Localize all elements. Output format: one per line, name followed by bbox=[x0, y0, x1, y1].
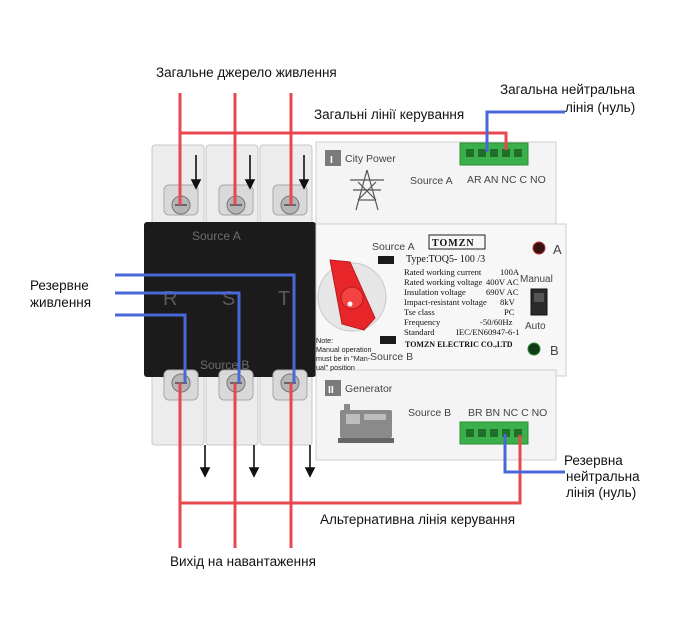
main-neutral-label-1: Загальна нейтральна bbox=[500, 82, 635, 97]
black-switch-block: Source A Source B R S T bbox=[144, 222, 316, 377]
generator-label: Generator bbox=[345, 383, 393, 395]
indicator-b-lamp bbox=[527, 342, 541, 356]
auto-label: Auto bbox=[525, 321, 546, 332]
type-line: Type:TOQ5- 100 /3 bbox=[406, 254, 485, 265]
bottom-terminal-block bbox=[459, 421, 529, 445]
black-source-a-label: Source A bbox=[192, 229, 241, 243]
spec-value-0: 100A bbox=[500, 267, 520, 277]
generator-number: II bbox=[328, 384, 334, 396]
source-b-window bbox=[380, 336, 396, 344]
main-control-label: Загальні лінії керування bbox=[314, 107, 464, 122]
phase-label-t: T bbox=[278, 288, 290, 310]
source-a-window bbox=[378, 256, 394, 264]
brand-logo: TOMZN bbox=[432, 238, 475, 249]
backup-neutral-label-2: нейтральна bbox=[566, 469, 640, 484]
indicator-b-label: B bbox=[550, 343, 559, 358]
bottom-terminal-labels: BR BN NC C NO bbox=[468, 407, 547, 419]
spec-value-6: IEC/EN60947-6-1 bbox=[456, 327, 520, 337]
manual-label: Manual bbox=[520, 274, 553, 285]
city-power-label: City Power bbox=[345, 153, 396, 165]
spec-label-0: Rated working current bbox=[404, 267, 482, 277]
black-source-b-label: Source B bbox=[200, 358, 249, 372]
note-line-1: Note: bbox=[316, 336, 333, 345]
phase-label-s: S bbox=[222, 288, 235, 310]
generator-source-b: Source B bbox=[408, 407, 451, 419]
spec-value-3: 8kV bbox=[500, 297, 516, 307]
spec-value-4: PC bbox=[504, 307, 515, 317]
company-name: TOMZN ELECTRIC CO.,LTD bbox=[405, 340, 513, 349]
spec-value-2: 690V AC bbox=[486, 287, 519, 297]
generator-icon bbox=[338, 404, 394, 443]
city-power-block: I City Power Source A bbox=[325, 150, 453, 211]
panel-source-b-label: Source B bbox=[370, 351, 413, 363]
city-power-source-a: Source A bbox=[410, 175, 453, 187]
generator-block: II Generator Source B bbox=[325, 380, 451, 443]
main-neutral-label-2: лінія (нуль) bbox=[565, 100, 635, 115]
spec-label-3: Impact-resistant voltage bbox=[404, 297, 487, 307]
backup-neutral-label-3: лінія (нуль) bbox=[566, 485, 636, 500]
note-line-3: must be in "Man- bbox=[316, 354, 371, 363]
spec-value-5: -50/60Hz bbox=[480, 317, 513, 327]
spec-label-5: Frequency bbox=[404, 317, 441, 327]
spec-value-1: 400V AC bbox=[486, 277, 519, 287]
top-terminal-block bbox=[459, 142, 529, 166]
load-output-label: Вихід на навантаження bbox=[170, 554, 316, 569]
note-line-4: ual" position bbox=[316, 363, 355, 372]
spec-label-4: Tse class bbox=[404, 307, 435, 317]
indicator-a-lamp bbox=[532, 241, 546, 255]
note-line-2: Manual operation bbox=[316, 345, 372, 354]
red-wires bbox=[178, 93, 522, 548]
backup-power-label-2: живлення bbox=[30, 295, 91, 310]
main-control-panel: Source A Source B Note: Manual operation… bbox=[316, 234, 562, 372]
backup-neutral-label-1: Резервна bbox=[564, 453, 623, 468]
indicator-a-label: A bbox=[553, 242, 562, 257]
phase-label-r: R bbox=[163, 288, 177, 310]
spec-label-6: Standard bbox=[404, 327, 435, 337]
panel-source-a-label: Source A bbox=[372, 241, 415, 253]
flow-arrows bbox=[190, 155, 316, 478]
city-power-number: I bbox=[330, 154, 333, 166]
rotary-selector-knob[interactable] bbox=[317, 259, 387, 332]
power-pylon-icon bbox=[350, 169, 384, 211]
main-power-label: Загальне джерело живлення bbox=[156, 65, 337, 80]
backup-power-label-1: Резервне bbox=[30, 278, 89, 293]
top-terminal-labels: AR AN NC C NO bbox=[467, 174, 546, 186]
spec-label-2: Insulation voltage bbox=[404, 287, 466, 297]
blue-wires bbox=[115, 110, 565, 474]
alt-control-label: Альтернативна лінія керування bbox=[320, 512, 515, 527]
spec-label-1: Rated working voltage bbox=[404, 277, 482, 287]
